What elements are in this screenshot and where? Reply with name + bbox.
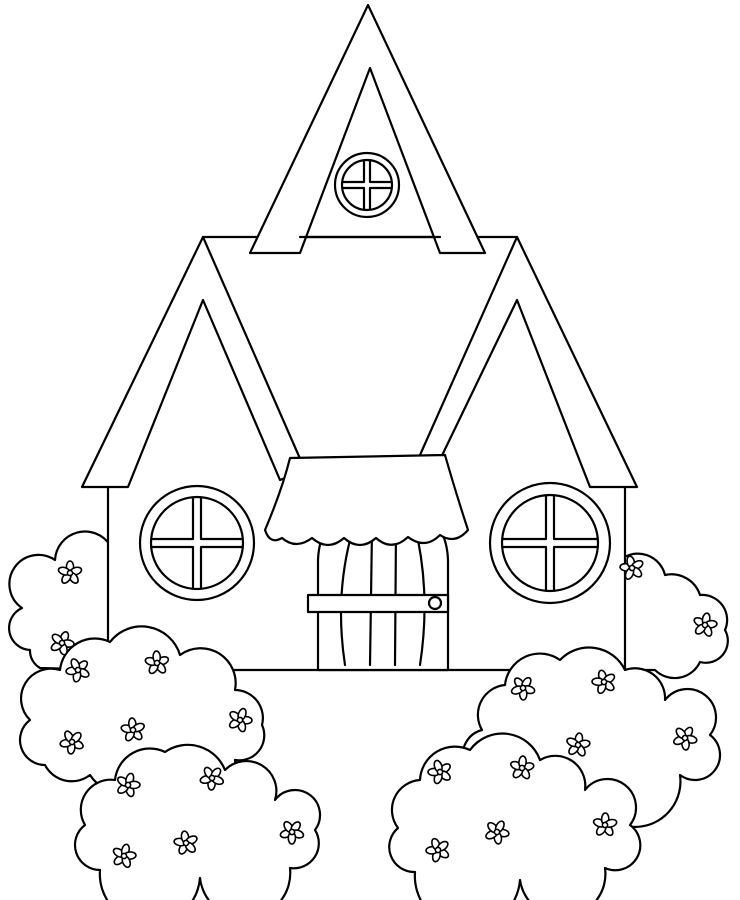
flower-icon bbox=[65, 658, 90, 683]
flower-icon bbox=[485, 820, 510, 845]
door-knob bbox=[427, 595, 443, 611]
flower-icon bbox=[693, 612, 718, 637]
flower-icon bbox=[425, 837, 450, 863]
flower-icon bbox=[510, 676, 536, 701]
flower-icon bbox=[592, 812, 618, 837]
flower-icon bbox=[591, 669, 616, 695]
flower-icon bbox=[228, 707, 253, 733]
flower-icon bbox=[50, 630, 75, 656]
flower-icon bbox=[120, 717, 145, 742]
top-gable bbox=[248, 3, 487, 255]
flower-icon bbox=[144, 650, 170, 675]
house bbox=[80, 3, 639, 672]
flower-icon bbox=[59, 730, 84, 755]
flower-icon bbox=[566, 732, 591, 757]
flowers bbox=[50, 555, 718, 869]
flower-icon bbox=[57, 560, 83, 584]
bush-back-right bbox=[618, 552, 729, 680]
attic-round-window bbox=[333, 151, 401, 219]
awning bbox=[263, 453, 470, 547]
flower-icon bbox=[619, 555, 644, 580]
flower-icon bbox=[199, 766, 225, 791]
bush-bottom-right bbox=[388, 732, 642, 900]
flower-icon bbox=[672, 726, 698, 751]
right-round-window bbox=[488, 481, 612, 605]
flower-icon bbox=[173, 830, 198, 855]
flower-icon bbox=[279, 820, 305, 845]
flower-icon bbox=[112, 843, 137, 869]
flower-icon bbox=[427, 759, 451, 785]
left-round-window bbox=[138, 484, 256, 602]
flower-icon bbox=[116, 772, 141, 798]
flower-icon bbox=[509, 755, 535, 780]
